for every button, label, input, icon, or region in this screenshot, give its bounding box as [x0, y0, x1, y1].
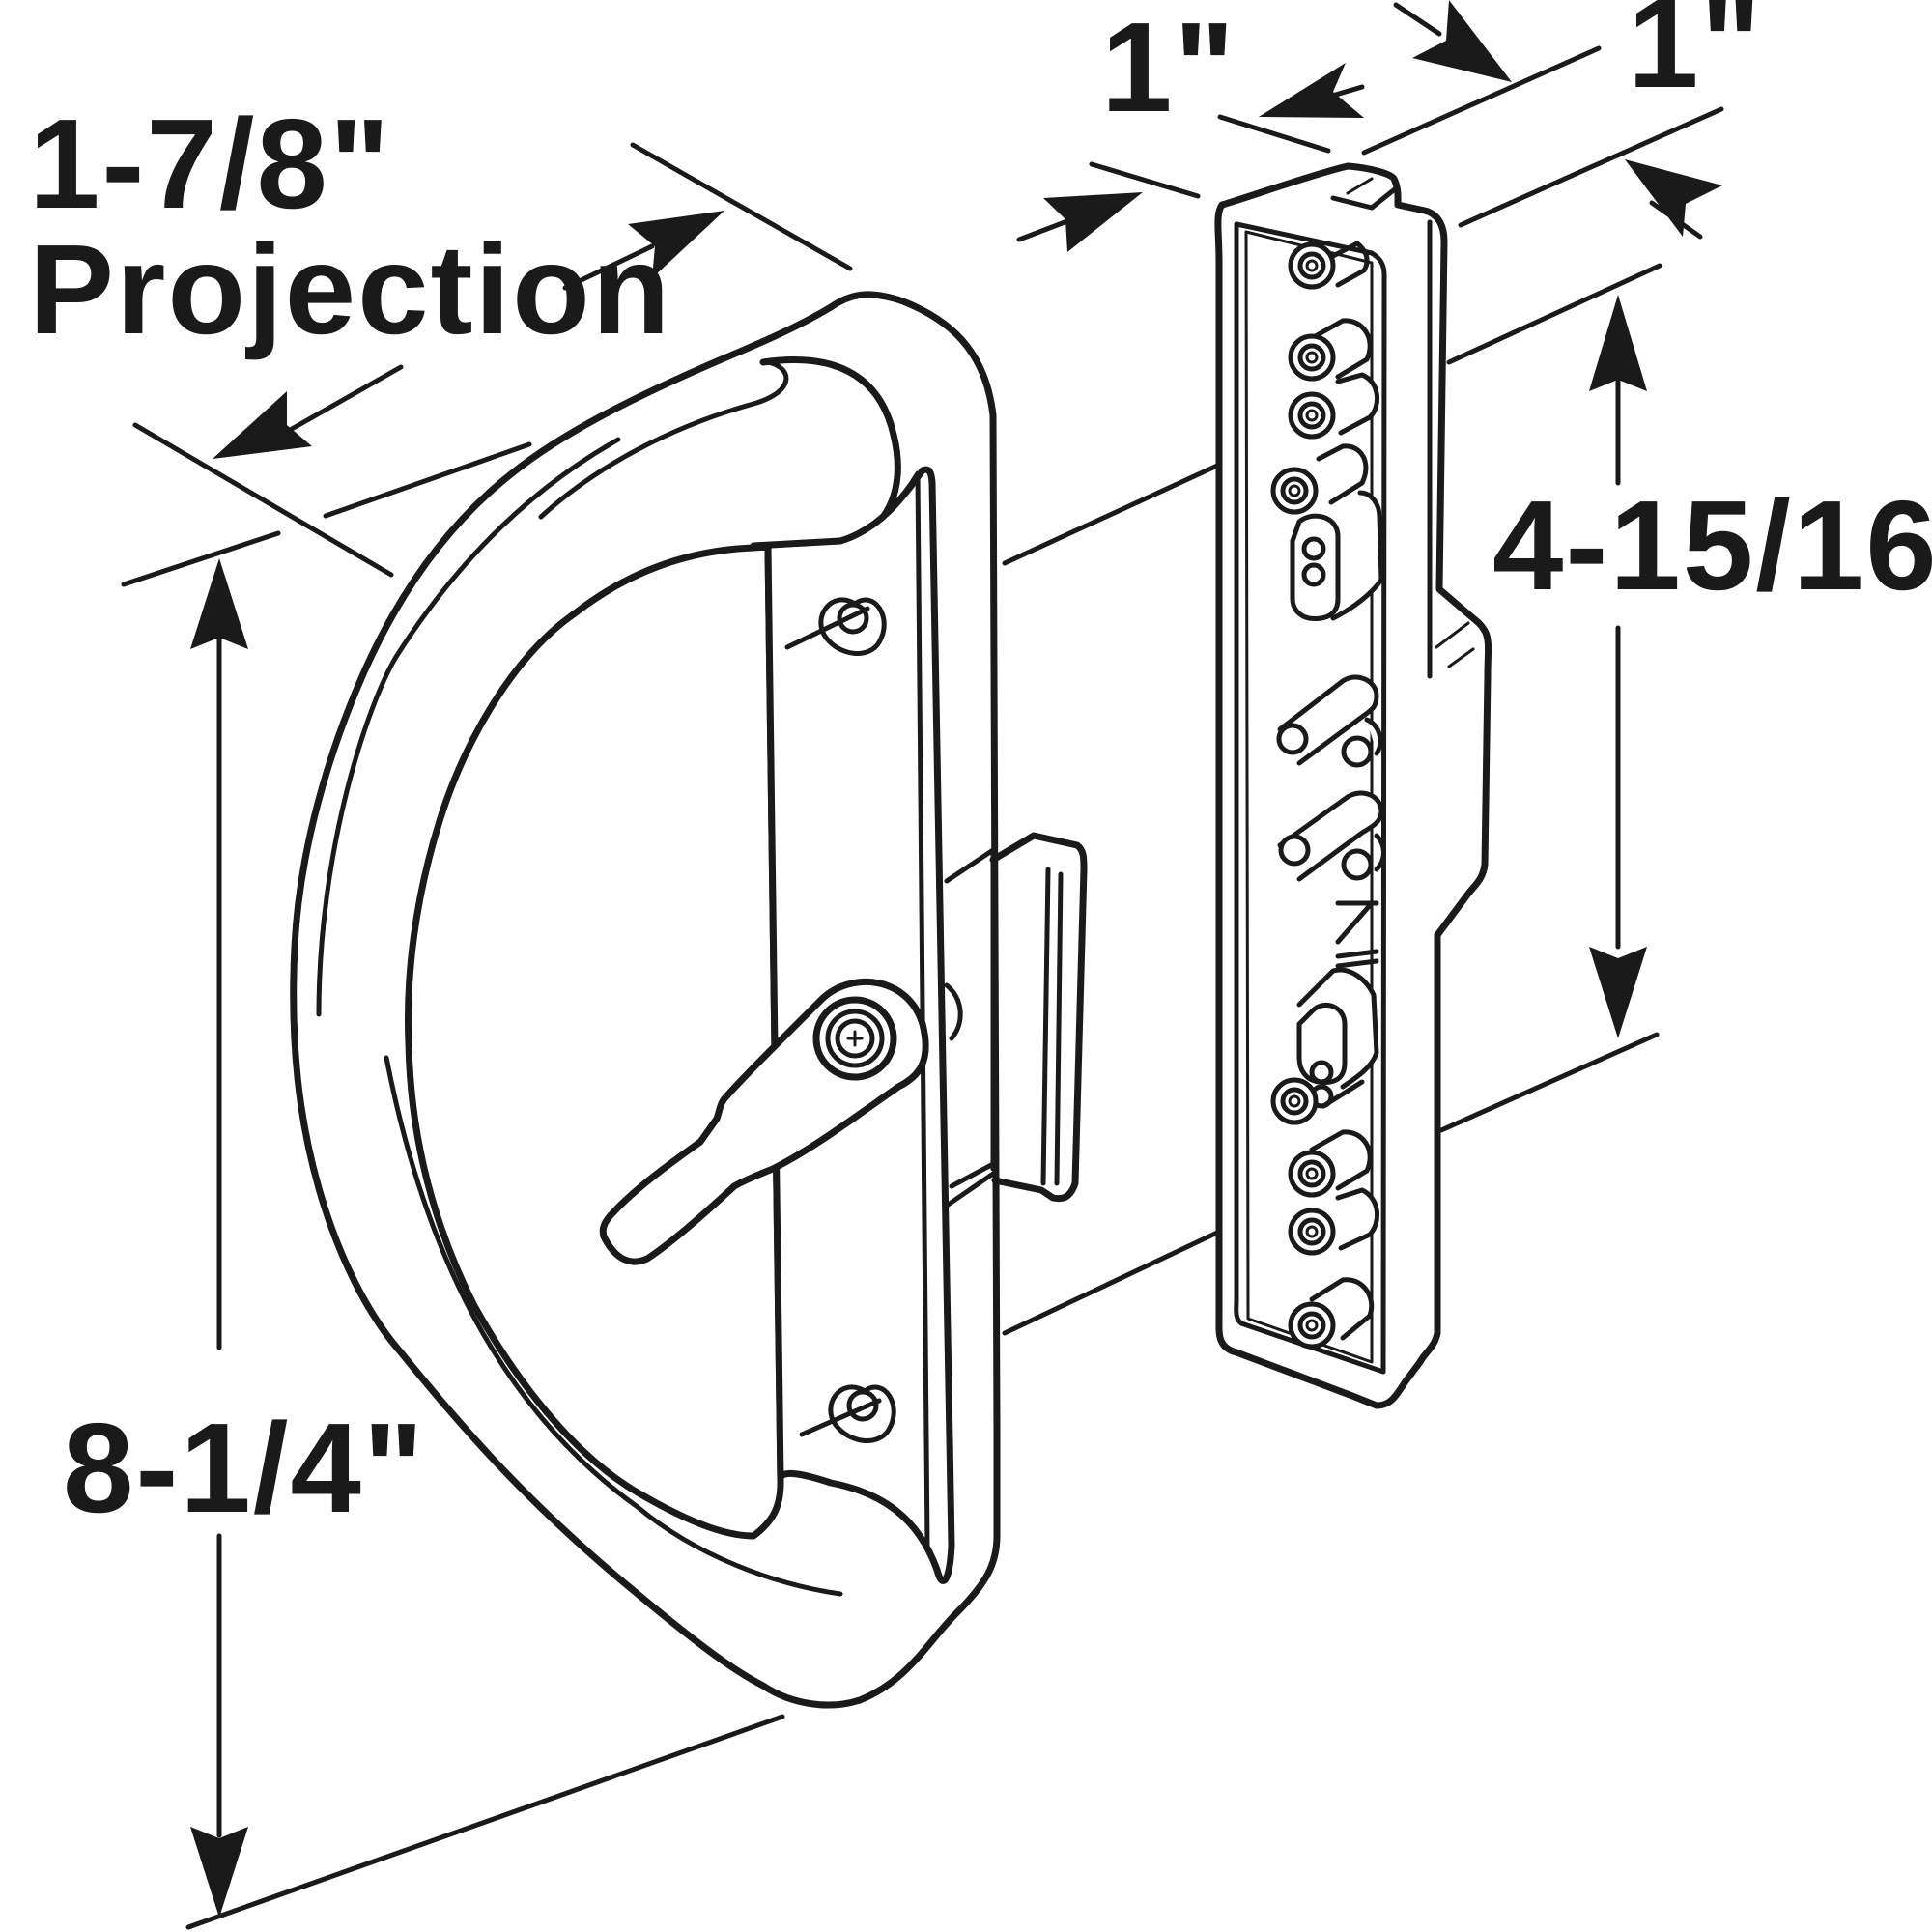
- grip-highlight-upper: [316, 437, 621, 1017]
- door-handle: [290, 291, 1088, 1709]
- projection-word-label: Projection: [29, 218, 671, 360]
- depth-right-label: 1": [1628, 0, 1763, 114]
- bottom-screw-head: [828, 1384, 896, 1443]
- phillips-head-icon: [846, 1030, 864, 1047]
- latch-side-step-2: [1447, 647, 1475, 668]
- grip-highlight-lower: [384, 1055, 843, 1597]
- latch-side-step: [1435, 621, 1470, 649]
- projection-value-label: 1-7/8": [29, 93, 391, 235]
- depth-leader-right: [1393, 2, 1442, 37]
- depth-arrow-left-a: [1043, 192, 1143, 252]
- hole-arrow-top: [1589, 295, 1647, 391]
- housing-connector-top: [944, 847, 996, 884]
- top-screw-line: [784, 606, 870, 650]
- hole-extension-bottom-1: [1002, 1230, 1220, 1336]
- lever-pivot-ring: [825, 1009, 885, 1068]
- top-screw-head: [818, 597, 887, 656]
- latch-housing: [989, 832, 1088, 1203]
- latch-housing-edge: [1040, 867, 1051, 1186]
- latch-housing-edge-2: [1054, 871, 1064, 1186]
- handle-bottom-screw: [799, 1384, 896, 1443]
- projection-extension-top: [630, 142, 853, 271]
- depth-extension-left-2: [1217, 114, 1331, 154]
- depth-extension-left: [1089, 161, 1201, 199]
- hole-extension-top-2: [1446, 263, 1662, 365]
- height-extension-bottom: [185, 1714, 785, 1930]
- latch-top-mark: [1346, 177, 1374, 195]
- latch-plate-face: [1234, 221, 1387, 1375]
- hole-spacing-label: 4-15/16": [1492, 474, 1932, 616]
- height-extension-top: [121, 530, 281, 587]
- depth-arrow-left-b: [1259, 63, 1364, 118]
- lever-pivot-screw: [835, 1018, 875, 1059]
- depth-extension-right: [1361, 45, 1602, 156]
- top-screw-slot: [837, 602, 869, 635]
- depth-left-label: 1": [1101, 0, 1236, 138]
- latch-top-lip: [1330, 185, 1399, 211]
- depth-arrow-right-a: [1412, 0, 1512, 82]
- bottom-screw-slot: [846, 1389, 879, 1422]
- height-arrow-bottom: [190, 1827, 248, 1918]
- projection-leader-top: [562, 243, 655, 291]
- depth-extension-right-2: [1458, 106, 1724, 228]
- bottom-screw-line: [799, 1398, 882, 1437]
- latch-plate-holes: [1270, 241, 1386, 1350]
- inner-rim-curve: [538, 359, 789, 520]
- height-extension-top-2: [323, 441, 532, 519]
- housing-connector-bottom-2: [949, 1161, 996, 1189]
- overall-height-label: 8-1/4": [63, 1397, 425, 1539]
- projection-extension-bottom: [132, 422, 394, 578]
- depth-arrow-right-b: [1625, 159, 1722, 237]
- escutcheon-edge: [839, 470, 930, 1548]
- lever-cam: [944, 982, 963, 1041]
- hole-extension-bottom-2: [1438, 1032, 1660, 1133]
- locking-lever[interactable]: [599, 978, 963, 1265]
- hole-arrow-bottom: [1589, 947, 1647, 1038]
- handle-top-screw: [784, 597, 887, 656]
- projection-arrow-top: [628, 211, 724, 278]
- latch-plate: [1214, 162, 1492, 1409]
- housing-connector-bottom: [944, 1171, 996, 1208]
- projection-arrow-bottom: [213, 391, 312, 459]
- height-arrow-top: [190, 558, 248, 649]
